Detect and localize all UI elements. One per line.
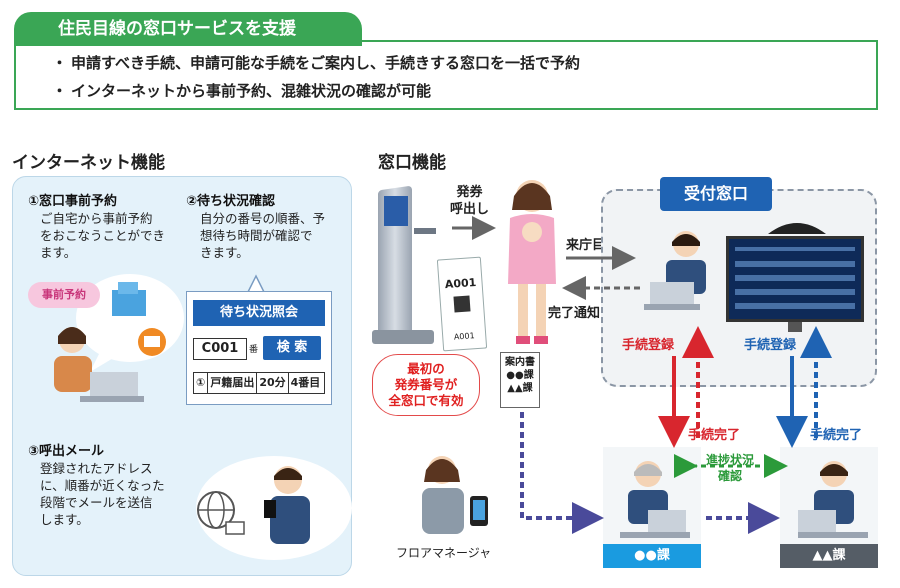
reception-staff-illustration <box>644 231 706 310</box>
ticket-number-field[interactable]: C001 <box>193 338 247 360</box>
header-title: 住民目線の窓口サービスを支援 <box>14 12 362 46</box>
woman-body <box>54 356 92 392</box>
internet-section-title: インターネット機能 <box>12 153 165 173</box>
kiosk-base <box>372 330 434 344</box>
reservation-illustration <box>54 274 184 402</box>
header-bullet-2: インターネットから事前予約、混雑状況の確認が可能 <box>52 80 431 101</box>
feature-call-mail-title: ③呼出メール <box>28 444 105 459</box>
feature-wait-status-desc: 自分の番号の順番、予 想待ち時間が確認で きます。 <box>200 211 326 260</box>
laptop-icon <box>90 372 138 398</box>
complete-label-blue: 手続完了 <box>810 428 863 443</box>
visitor-illustration <box>508 180 556 344</box>
arrow-guide-to-dept1 <box>520 412 604 534</box>
wait-result-row: ① 戸籍届出 20分 4番目 <box>193 372 325 394</box>
kiosk-slot <box>414 228 436 234</box>
result-procedure: 戸籍届出 <box>208 373 258 393</box>
baby-face <box>522 222 542 242</box>
header-bullet-1: 申請すべき手続、申請可能な手続をご案内し、手続きする窓口を一括で予約 <box>52 52 580 73</box>
visitor-dress <box>508 214 556 284</box>
floor-manager-illustration <box>422 456 488 534</box>
issue-call-label: 発券 呼出し <box>450 185 490 217</box>
dept2-laptop-icon <box>798 510 836 534</box>
wait-card-header: 待ち状況照会 <box>193 300 325 326</box>
mail-envelope <box>144 336 160 347</box>
reception-title: 受付窓口 <box>660 177 772 211</box>
status-monitor <box>726 236 864 322</box>
wait-status-card: 待ち状況照会 C001 番 検 索 ① 戸籍届出 20分 4番目 <box>186 291 332 405</box>
dept2-staff-illustration <box>798 461 868 538</box>
reception-laptop-icon <box>650 282 694 306</box>
first-number-note: 最初の 発券番号が 全窓口で有効 <box>372 354 480 416</box>
reservation-pill: 事前予約 <box>28 282 100 308</box>
dept2-label: ▲▲課 <box>780 544 878 568</box>
feature-reservation-desc: ご自宅から事前予約 をおこなうことができ ます。 <box>40 211 166 260</box>
feature-wait-status-title: ②待ち状況確認 <box>186 194 276 209</box>
header-box: 申請すべき手続、申請可能な手続をご案内し、手続きする窓口を一括で予約 インターネ… <box>14 40 878 110</box>
complete-label-red: 手続完了 <box>688 428 741 443</box>
counter-section-title: 窓口機能 <box>378 153 446 173</box>
register-label-blue: 手続登録 <box>744 338 797 353</box>
woman-hair <box>58 327 86 344</box>
laptop-base <box>80 396 144 402</box>
register-label-red: 手続登録 <box>622 338 675 353</box>
result-seq: ① <box>194 373 209 393</box>
guide-document: 案内書 ●●課 ▲▲課 <box>500 352 540 408</box>
feature-call-mail-desc: 登録されたアドレス に、順番が近くなった 段階でメールを送信 します。 <box>40 461 165 527</box>
building-roof <box>118 282 138 294</box>
mail-envelope-icon <box>225 521 245 535</box>
ceiling-speaker <box>768 223 826 234</box>
dept1-label: ●●課 <box>603 544 701 568</box>
feature-reservation-title: ①窓口事前予約 <box>28 194 118 209</box>
result-position: 4番目 <box>290 376 321 389</box>
search-button[interactable]: 検 索 <box>263 336 321 360</box>
result-wait: 20分 <box>257 373 289 393</box>
kiosk-screen <box>384 196 408 226</box>
dept1-staff-illustration <box>620 461 690 538</box>
monitor-stand <box>788 322 802 332</box>
dept1-laptop-icon <box>648 510 686 534</box>
call-mail-illustration <box>196 456 352 560</box>
building-icon <box>112 290 146 316</box>
speech-bubble-tail <box>90 352 115 372</box>
man-suit <box>270 496 310 544</box>
ticket-suffix: 番 <box>249 345 259 355</box>
floor-manager-label: フロアマネージャ <box>396 546 492 560</box>
smartphone-icon <box>264 500 276 518</box>
